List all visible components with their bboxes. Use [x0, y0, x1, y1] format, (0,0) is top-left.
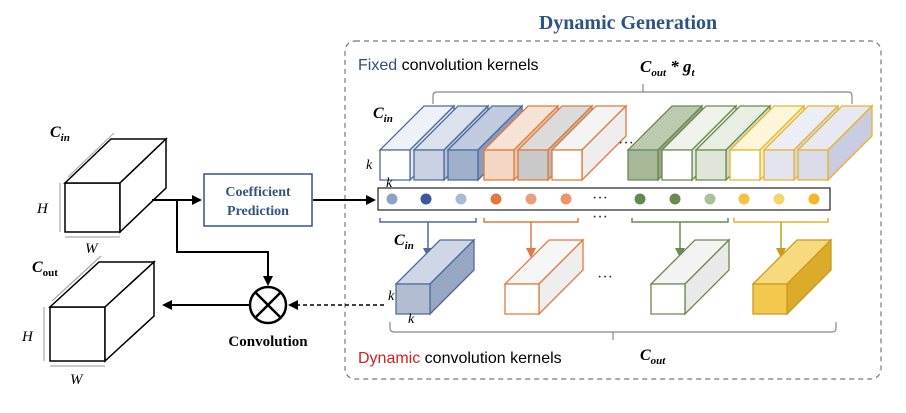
kernel-cin-main: C — [373, 105, 384, 122]
coefficient-prediction-box — [203, 173, 313, 227]
coefficient-prediction-line1: Coefficient — [225, 185, 291, 200]
dyn-k-label-side: k — [388, 289, 395, 304]
dynamic-rest: convolution kernels — [420, 350, 561, 367]
coefficient-bar — [377, 187, 831, 211]
output-side-face — [104, 260, 155, 363]
cout-label-bottom: Cout — [640, 347, 666, 367]
coefficient-dot-6 — [560, 193, 572, 205]
output-feature-map — [43, 255, 156, 367]
coefficient-dot-3 — [455, 193, 467, 205]
dynamic-kernels-ellipsis: ··· — [597, 269, 613, 286]
dynamic-kernels — [394, 238, 833, 316]
fixed-kernel-6 — [550, 104, 628, 182]
output-cout-sub: out — [43, 267, 59, 279]
convolution-label: Convolution — [228, 334, 308, 350]
fixed-word: Fixed — [358, 57, 397, 74]
fixed-kernels-label: Fixed convolution kernels — [358, 57, 539, 74]
fixed-rest: convolution kernels — [397, 57, 538, 74]
output-cout-label: Cout — [32, 259, 58, 279]
dynamic-kernel-yellow-front — [752, 283, 788, 315]
coefficient-dot-7 — [634, 193, 646, 205]
kernel-cin-sub: in — [384, 113, 393, 125]
cout-gt-mid: * g — [666, 57, 692, 76]
bracket-green — [631, 218, 729, 223]
dynamic-kernels-label: Dynamic convolution kernels — [358, 350, 562, 367]
output-h-label: H — [21, 329, 34, 345]
dyn-cin-sub: in — [405, 240, 414, 252]
dynamic-kernel-green-front — [650, 283, 686, 315]
fixed-kernel-12-front — [797, 149, 829, 181]
coefficient-dots — [386, 193, 820, 205]
fixed-kernel-10-front — [729, 149, 761, 181]
dyn-k-label-bottom: k — [408, 312, 415, 327]
output-front-face — [49, 306, 106, 362]
cout-gt-label: Cout * gt — [640, 57, 696, 79]
coefficient-bar-ellipsis: ··· — [592, 190, 608, 207]
dynamic-kernels-brace — [389, 322, 837, 333]
fixed-kernel-9-front — [695, 149, 727, 181]
input-h-label: H — [36, 201, 49, 217]
dyn-cin-main: C — [394, 232, 405, 249]
cout-bottom-main: C — [640, 347, 651, 364]
coefficient-dot-10 — [738, 193, 750, 205]
coefficient-dot-2 — [420, 193, 432, 205]
dynamic-kernel-green — [649, 238, 731, 316]
bracket-blue — [379, 218, 477, 223]
kernel-k-label-bottom: k — [386, 176, 393, 191]
input-front-face — [64, 182, 121, 233]
fixed-kernel-4-front — [483, 149, 515, 181]
dynamic-kernel-yellow — [751, 238, 833, 316]
dynamic-word: Dynamic — [358, 350, 420, 367]
dynamic-kernel-orange — [503, 238, 585, 316]
bracket-ellipsis: ··· — [592, 209, 608, 226]
input-cin-label: Cin — [50, 124, 70, 144]
diagram-title: Dynamic Generation — [539, 12, 717, 34]
output-cout-bracket — [51, 255, 102, 302]
input-cin-sub: in — [61, 132, 70, 144]
fixed-kernel-8-front — [661, 149, 693, 181]
bracket-orange — [483, 218, 579, 223]
coefficient-dot-11 — [773, 193, 785, 205]
cout-gt-sub2: t — [692, 67, 696, 79]
cout-gt-sub: out — [651, 67, 667, 79]
fixed-kernels — [378, 104, 874, 182]
input-cin-bracket — [67, 132, 115, 178]
dynamic-kernel-blue — [394, 238, 476, 316]
coefficient-dot-5 — [525, 193, 537, 205]
fixed-kernel-5-front — [517, 149, 549, 181]
input-w-label: W — [85, 241, 99, 257]
output-cout-main: C — [32, 259, 43, 276]
input-cin-main: C — [50, 124, 61, 141]
cout-gt-main: C — [640, 57, 652, 76]
kernel-k-label-side: k — [366, 158, 373, 173]
input-side-face — [119, 137, 167, 234]
fixed-kernel-1-front — [379, 149, 411, 181]
kernel-cin-label: Cin — [373, 105, 393, 125]
fixed-kernels-brace — [432, 91, 853, 104]
output-w-label: W — [70, 372, 84, 388]
fixed-kernel-6-front — [551, 149, 583, 181]
fixed-kernel-3-front — [447, 149, 479, 181]
dynamic-kernel-blue-front — [395, 283, 431, 315]
coefficient-dot-12 — [808, 193, 820, 205]
fixed-kernels-ellipsis: ··· — [618, 135, 634, 152]
input-to-conv-path — [176, 200, 273, 286]
fixed-kernel-11-front — [763, 149, 795, 181]
convolution-cross-b — [254, 291, 282, 319]
fixed-kernel-2-front — [413, 149, 445, 181]
coefficient-prediction-line2: Prediction — [227, 204, 289, 219]
dyn-cin-label: Cin — [394, 232, 414, 252]
coefficient-dot-4 — [490, 193, 502, 205]
cout-bottom-sub: out — [651, 355, 667, 367]
coefficient-dot-8 — [669, 193, 681, 205]
dynamic-kernel-orange-front — [504, 283, 540, 315]
fixed-kernel-12 — [796, 104, 874, 182]
bracket-yellow — [733, 218, 829, 223]
input-feature-map — [59, 132, 168, 238]
coefficient-dot-1 — [386, 193, 398, 205]
coefficient-dot-9 — [704, 193, 716, 205]
fixed-kernel-7-front — [627, 149, 659, 181]
